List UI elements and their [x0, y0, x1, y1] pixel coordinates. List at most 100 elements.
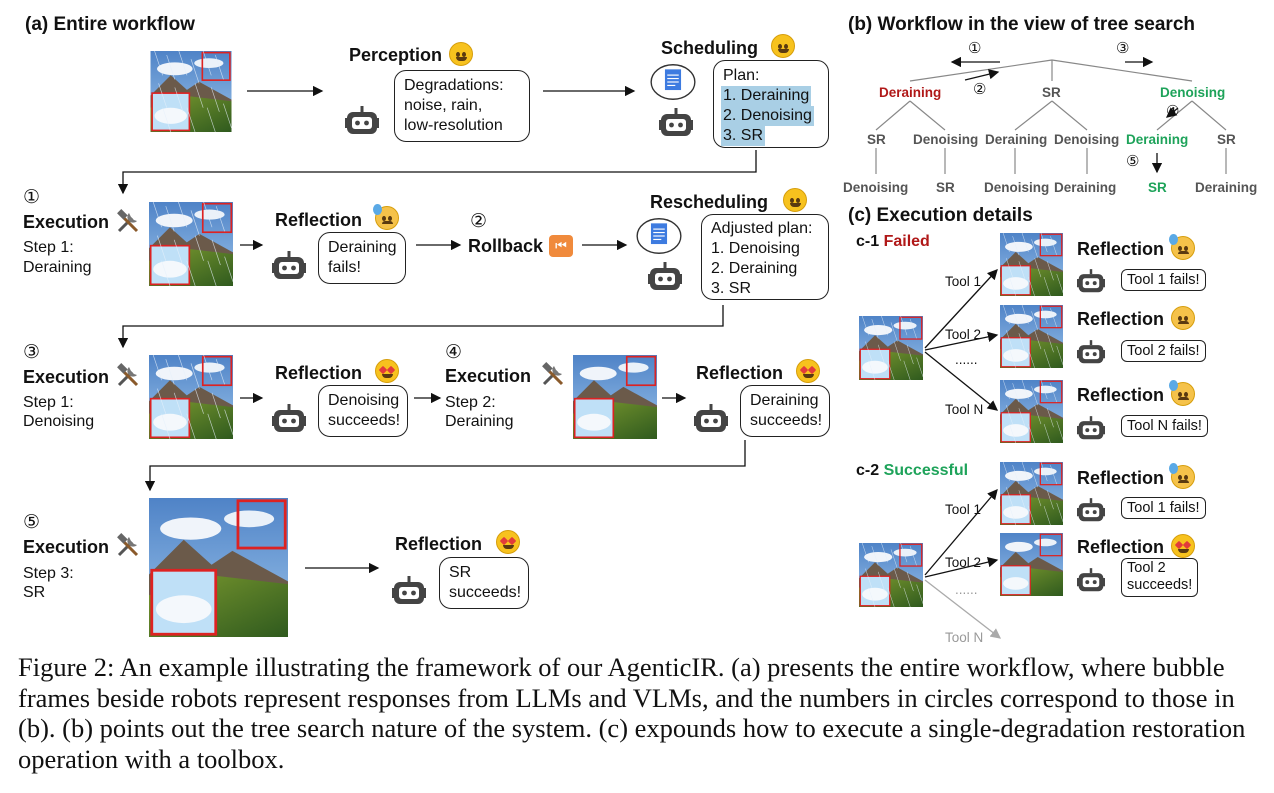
robot-icon	[1077, 498, 1105, 523]
execution-label: Execution	[23, 367, 110, 387]
c1-output-image	[1000, 305, 1063, 368]
reflection-label: Reflection	[1077, 385, 1165, 405]
robot-icon	[1077, 416, 1105, 441]
bubble-line: SR	[449, 564, 472, 581]
bubble-line: Deraining	[328, 239, 397, 256]
reflection-bubble: Deraining succeeds!	[740, 385, 830, 437]
tree-leaf: Deraining	[1054, 180, 1117, 195]
plan-item: 1. Denoising	[711, 240, 800, 257]
tree-leaf-sr-selected: SR	[1148, 180, 1167, 195]
sad-face-icon	[1169, 234, 1195, 260]
section-a-title: (a) Entire workflow	[25, 14, 195, 35]
robot-icon	[1077, 269, 1105, 294]
section-b-title: (b) Workflow in the view of tree search	[848, 14, 1195, 35]
plan-item: 3. SR	[721, 126, 766, 146]
plan-item: 1. Deraining	[721, 86, 812, 106]
tool-result-bubble: Tool 2 fails!	[1121, 340, 1206, 362]
tree-step-number: ③	[1116, 40, 1130, 57]
thought-document-icon	[650, 62, 696, 102]
failed-prefix: c-1	[856, 233, 880, 250]
star-struck-icon	[1171, 534, 1195, 558]
bubble-line: low-resolution	[404, 117, 503, 134]
thinking-face-icon	[771, 34, 795, 58]
failed-status: Failed	[883, 233, 930, 250]
robot-icon	[659, 108, 693, 138]
tree-node: Denoising	[1054, 132, 1120, 147]
reflection-label: Reflection	[696, 363, 784, 383]
c2-input-image	[859, 543, 923, 607]
robot-icon	[694, 404, 728, 434]
failed-heading: c-1 Failed	[856, 233, 930, 251]
rescheduling-label: Rescheduling	[650, 192, 769, 212]
success-prefix: c-2	[856, 462, 880, 479]
c1-output-image	[1000, 380, 1063, 443]
tool-ellipsis: ......	[955, 582, 978, 597]
step-sub: Step 3:	[23, 565, 74, 582]
tree-node: Deraining	[985, 132, 1048, 147]
tool-label: Tool 1	[945, 502, 982, 517]
tree-leaf: Denoising	[843, 180, 909, 195]
bubble-line: Tool 2	[1127, 560, 1166, 576]
tree-edges	[875, 56, 1227, 174]
success-heading: c-2 Successful	[856, 462, 968, 480]
execution-label: Execution	[23, 212, 110, 232]
tool-result-bubble: Tool 1 fails!	[1121, 269, 1206, 291]
tree-node-deraining-selected: Deraining	[1126, 132, 1189, 147]
final-result-image	[149, 498, 288, 637]
tool-label: Tool 2	[945, 327, 982, 342]
c1-input-image	[859, 316, 923, 380]
input-image	[149, 51, 233, 132]
tool-label: Tool N	[945, 402, 984, 417]
rollback-label: Rollback	[468, 236, 544, 256]
tree-step-number: ②	[973, 81, 987, 98]
robot-icon	[392, 576, 426, 606]
reflection-label: Reflection	[1077, 537, 1165, 557]
c2-output-image	[1000, 462, 1063, 525]
tree-node-denoising: Denoising	[1160, 85, 1226, 100]
step-number: ④	[445, 342, 463, 363]
reflection-label: Reflection	[1077, 309, 1165, 329]
sad-face-icon	[1171, 306, 1195, 330]
step-sub: Deraining	[23, 259, 92, 276]
perception-bubble: Degradations: noise, rain, low-resolutio…	[394, 70, 530, 142]
tree-step-number: ⑤	[1126, 153, 1140, 170]
reflection-label: Reflection	[275, 363, 363, 383]
step-number: ①	[23, 187, 41, 208]
tree-leaf: Deraining	[1195, 180, 1258, 195]
tree-node: SR	[1217, 132, 1236, 147]
step1-result-image	[149, 202, 233, 286]
step-sub: Step 2:	[445, 394, 496, 411]
tree-node-deraining: Deraining	[879, 85, 942, 100]
step-sub: Denoising	[23, 413, 95, 430]
execution-label: Execution	[23, 537, 110, 557]
tree-step-number: ①	[968, 40, 982, 57]
step-number: ⑤	[23, 512, 41, 533]
reflection-label: Reflection	[275, 210, 363, 230]
reflection-label: Reflection	[1077, 239, 1165, 259]
plan-item: 3. SR	[711, 280, 752, 297]
tools-icon	[115, 533, 141, 559]
step4-result-image	[573, 355, 657, 439]
step3-result-image	[149, 355, 233, 439]
sweat-face-icon	[373, 204, 399, 230]
bubble-line: Deraining	[750, 392, 819, 409]
tools-icon	[115, 209, 141, 235]
bubble-line: fails!	[328, 259, 361, 276]
sad-face-icon	[1169, 380, 1195, 406]
bubble-line: Degradations:	[404, 77, 504, 94]
bubble-line: succeeds!	[449, 584, 522, 601]
section-c-title: (c) Execution details	[848, 205, 1033, 226]
robot-icon	[648, 262, 682, 292]
figure-caption: Figure 2: An example illustrating the fr…	[18, 652, 1246, 774]
plan-item: 2. Denoising	[721, 106, 814, 126]
tool-result-bubble: Tool 2 succeeds!	[1121, 558, 1199, 597]
robot-icon	[272, 404, 306, 434]
tree-step-number: ④	[1166, 103, 1180, 120]
bubble-line: noise, rain,	[404, 97, 483, 114]
tools-icon	[540, 362, 566, 388]
adjusted-plan-bubble: Adjusted plan: 1. Denoising 2. Deraining…	[701, 214, 829, 300]
tree-node: SR	[867, 132, 886, 147]
star-struck-icon	[796, 359, 820, 383]
tree-node-sr: SR	[1042, 85, 1061, 100]
step-number: ③	[23, 342, 41, 363]
